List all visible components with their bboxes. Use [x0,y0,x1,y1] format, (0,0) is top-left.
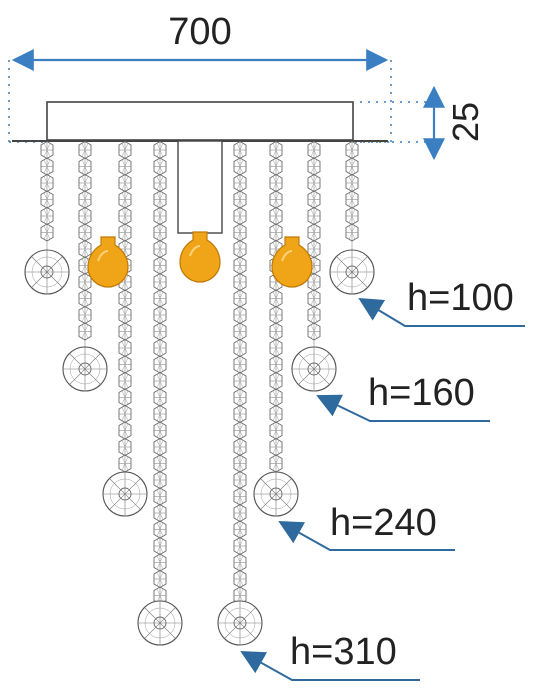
crystal-strand [24,141,70,295]
bulbs [87,231,313,288]
ceiling-canopy [46,101,354,141]
crystal-pendant [253,471,299,517]
strand-label-h310: h=310 [290,631,397,673]
crystal-strand [329,141,375,295]
crystal-pendant [329,249,375,295]
strand-label-h160: h=160 [368,372,475,414]
leader-h240 [278,521,455,551]
bulb-icon [87,236,129,288]
crystal-strand [102,141,148,517]
height-dimension-label: 25 [445,102,486,142]
crystal-pendant [137,600,183,646]
crystal-pendant [24,249,70,295]
crystal-strand [62,141,108,392]
width-dimension-label: 700 [168,11,231,53]
crystal-pendant [62,346,108,392]
leader-lines [240,297,525,681]
bulb-icon [179,231,221,283]
strand-label-h100: h=100 [407,277,514,319]
leader-h160 [316,394,490,422]
crystal-strand [253,141,299,517]
center-stem [177,140,223,234]
height-extension-lines [360,101,434,143]
crystal-strand [217,141,263,646]
crystal-pendant [217,600,263,646]
crystal-strands [24,141,375,646]
crystal-pendant [291,346,337,392]
leader-h310 [240,651,420,681]
crystal-strand [291,141,337,392]
crystal-strand [137,141,183,646]
leader-h100 [358,297,525,327]
crystal-pendant [102,471,148,517]
strand-label-h240: h=240 [330,502,437,544]
